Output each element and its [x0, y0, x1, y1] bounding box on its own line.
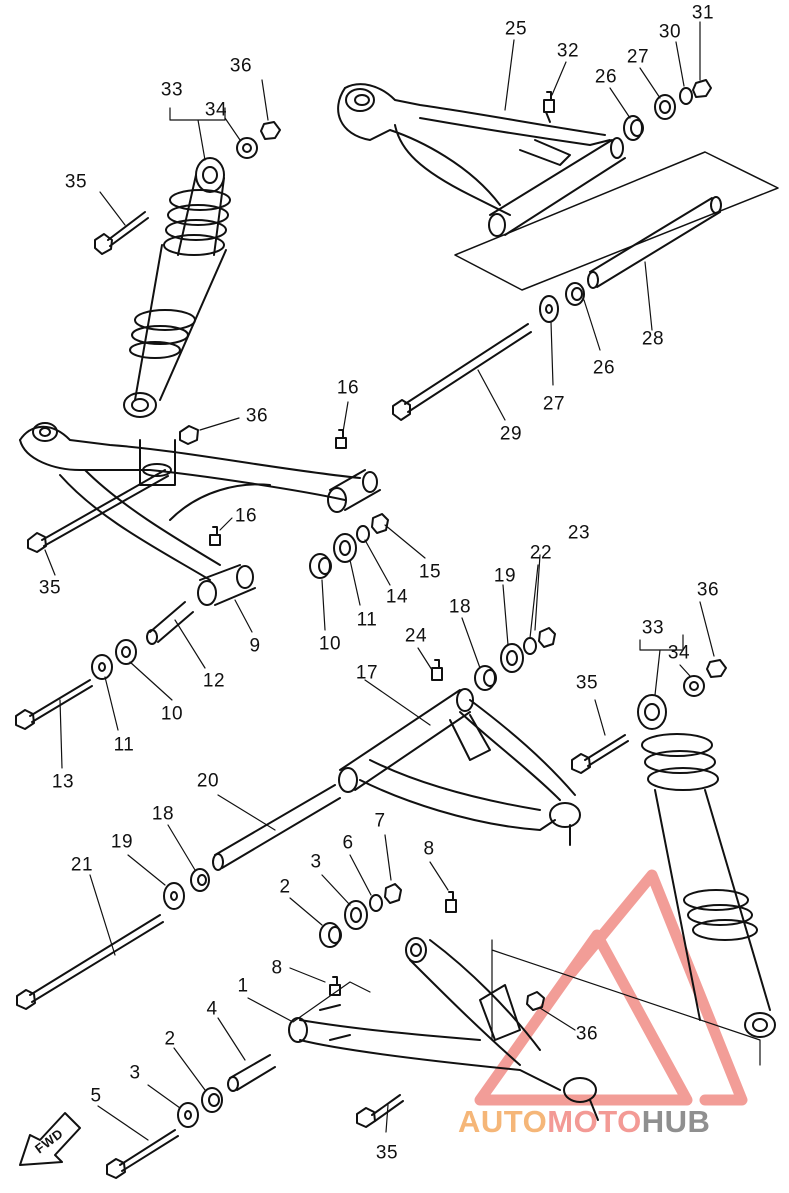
callout-5: 5 — [90, 1085, 102, 1107]
callout-17: 17 — [355, 662, 379, 684]
callout-24: 24 — [404, 625, 428, 647]
callout-9: 9 — [249, 635, 261, 657]
callout-36: 36 — [575, 1023, 599, 1045]
watermark-logo — [474, 869, 748, 1106]
callout-16: 16 — [336, 377, 360, 399]
watermark-auto: AUTO — [458, 1104, 548, 1139]
callout-19: 19 — [493, 565, 517, 587]
callout-35: 35 — [38, 577, 62, 599]
callout-36: 36 — [696, 579, 720, 601]
callout-19: 19 — [110, 831, 134, 853]
callout-26: 26 — [594, 66, 618, 88]
callout-11: 11 — [113, 734, 135, 756]
fwd-arrow-icon — [19, 1112, 81, 1166]
upper-arm-center — [16, 627, 581, 1010]
callout-3: 3 — [310, 851, 322, 873]
callout-31: 31 — [691, 2, 715, 24]
callout-34: 34 — [204, 99, 228, 121]
upper-arm-right — [337, 79, 779, 291]
callout-34: 34 — [667, 642, 691, 664]
callout-6: 6 — [342, 832, 354, 854]
callout-28: 28 — [641, 328, 665, 350]
callout-2: 2 — [164, 1028, 176, 1050]
shock-absorber-right — [571, 659, 776, 1038]
lower-arm-bottom — [106, 883, 599, 1179]
callout-26: 26 — [592, 357, 616, 379]
callout-7: 7 — [374, 810, 386, 832]
callout-18: 18 — [151, 803, 175, 825]
callout-23: 23 — [567, 522, 591, 544]
callout-35: 35 — [375, 1142, 399, 1164]
watermark-moto: MOTO — [547, 1104, 642, 1139]
callout-3: 3 — [129, 1062, 141, 1084]
callout-21: 21 — [70, 854, 94, 876]
callout-35: 35 — [575, 672, 599, 694]
callout-1: 1 — [237, 975, 249, 997]
leader-lines — [44, 21, 761, 1141]
callout-14: 14 — [385, 586, 409, 608]
callout-30: 30 — [658, 21, 682, 43]
upper-pivot-parts — [392, 196, 722, 421]
callout-11: 11 — [356, 609, 378, 631]
callout-32: 32 — [556, 40, 580, 62]
callout-35: 35 — [64, 171, 88, 193]
callout-25: 25 — [504, 18, 528, 40]
callout-27: 27 — [626, 46, 650, 68]
callout-12: 12 — [202, 670, 226, 692]
callout-36: 36 — [229, 55, 253, 77]
callout-2: 2 — [279, 876, 291, 898]
callout-22: 22 — [529, 542, 553, 564]
callout-10: 10 — [160, 703, 184, 725]
callout-8: 8 — [271, 957, 283, 979]
callout-13: 13 — [51, 771, 75, 793]
callout-8: 8 — [423, 838, 435, 860]
callout-20: 20 — [196, 770, 220, 792]
callout-33: 33 — [641, 617, 665, 639]
callout-18: 18 — [448, 596, 472, 618]
watermark-text: AUTOMOTOHUB — [458, 1106, 710, 1137]
shock-absorber-left — [94, 121, 281, 418]
callout-10: 10 — [318, 633, 342, 655]
watermark-hub: HUB — [641, 1104, 711, 1139]
lower-arm-left — [15, 422, 389, 730]
callout-33: 33 — [160, 79, 184, 101]
callout-29: 29 — [499, 423, 523, 445]
callout-15: 15 — [418, 561, 442, 583]
callout-36: 36 — [245, 405, 269, 427]
callout-4: 4 — [206, 998, 218, 1020]
callout-27: 27 — [542, 393, 566, 415]
callout-16: 16 — [234, 505, 258, 527]
